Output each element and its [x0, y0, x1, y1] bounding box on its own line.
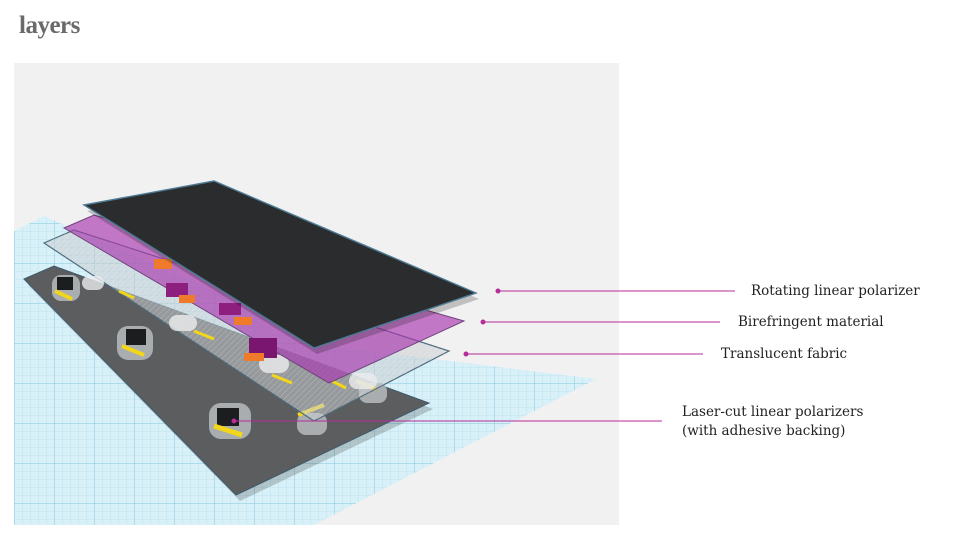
layer-stack-illustration	[14, 180, 596, 525]
leader-dot	[495, 288, 501, 294]
rotating-polarizer-layer	[82, 180, 479, 354]
polarizer-pill	[52, 275, 80, 301]
label-fabric: Translucent fabric	[721, 346, 848, 362]
label-rotating-polarizer: Rotating linear polarizer	[751, 283, 920, 299]
polarizer-pill	[209, 403, 251, 439]
leader-dot	[480, 319, 486, 325]
page-title: layers	[19, 12, 80, 39]
leader-dot	[231, 418, 237, 424]
leader-dot	[463, 351, 469, 357]
label-laser-cut-line1: Laser-cut linear polarizers	[682, 404, 864, 420]
laser-cut-polarizers-layer	[23, 265, 433, 501]
label-birefringent: Birefringent material	[738, 314, 884, 330]
3d-viewport[interactable]	[14, 63, 619, 525]
label-laser-cut: Laser-cut linear polarizers (with adhesi…	[682, 403, 863, 441]
polarizer-pill	[117, 326, 153, 360]
label-laser-cut-line2: (with adhesive backing)	[682, 423, 846, 439]
